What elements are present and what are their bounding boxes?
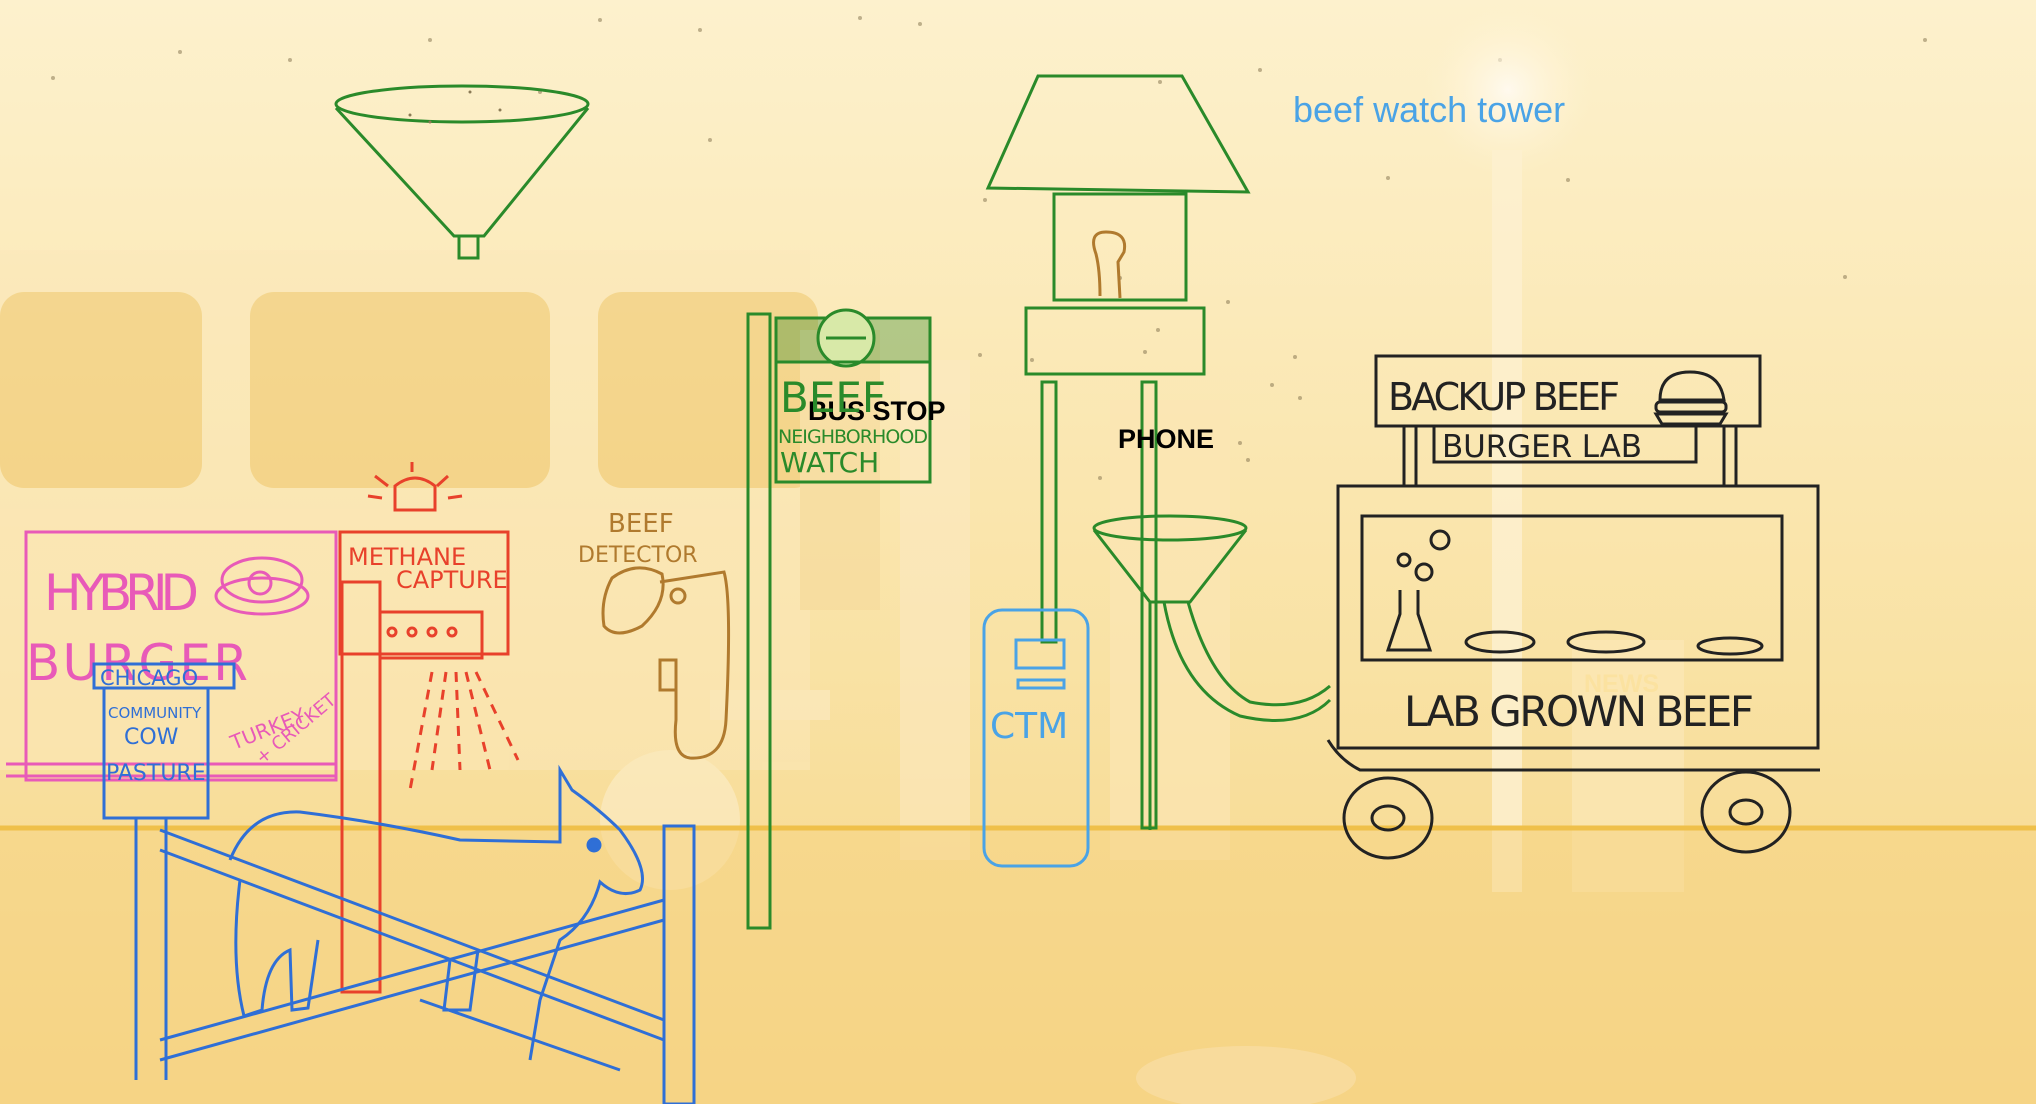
hybrid-burger-billboard (6, 530, 338, 782)
beef-watch-tower (985, 74, 1251, 830)
pasture-line1: CHICAGO (100, 666, 198, 690)
bg-news: NEWS (1584, 670, 1659, 698)
telephone-icon (214, 556, 310, 616)
pasture-line3: COW (124, 725, 179, 750)
ctm-machine (982, 608, 1090, 868)
ctm-label: CTM (990, 706, 1068, 747)
hybrid-burger-line1: HYBRID (44, 564, 199, 622)
bg-phone: PHONE (1118, 424, 1214, 454)
bg-bus-stop: BUS STOP (808, 396, 946, 426)
methane-capture-machine (338, 462, 520, 994)
methane-line2: CAPTURE (396, 566, 508, 594)
lab-grown-beef-label: LAB GROWN BEEF (1404, 687, 1754, 736)
pasture-sign (92, 662, 236, 1080)
siren-icon (393, 476, 437, 512)
wooden-fence (159, 824, 696, 1104)
methane-funnel-icon (1092, 514, 1332, 830)
neighborhood-line3: WATCH (780, 446, 879, 479)
lamp-tower-icon (985, 74, 1251, 194)
methane-line1: METHANE (348, 543, 466, 571)
beef-detector-device (601, 566, 731, 760)
neighborhood-line2: NEIGHBORHOOD (778, 426, 928, 448)
neighborhood-watch-sign (746, 308, 932, 930)
dust-specks (51, 16, 1927, 480)
neighborhood-line1: BEEF (780, 373, 886, 422)
lamp-glow (1423, 5, 1593, 175)
burger-lab-cart (1326, 354, 1820, 860)
burger-lab-label: BURGER LAB (1442, 429, 1642, 465)
flask-icon (1385, 529, 1451, 652)
backup-beef-label: BACKUP BEEF (1388, 375, 1620, 419)
beef-detector-line1: BEEF (608, 509, 674, 539)
beef-watch-tower-caption: beef watch tower (1293, 89, 1565, 130)
burger-icon (1653, 370, 1729, 426)
pasture-line2: COMMUNITY (108, 704, 202, 722)
wheel-icon (1342, 770, 1792, 860)
ground (0, 828, 2036, 1104)
hanging-funnel-icon (334, 84, 590, 260)
beef-detector-line2: DETECTOR (578, 543, 698, 568)
pasture-line4: PASTURE (106, 761, 206, 786)
